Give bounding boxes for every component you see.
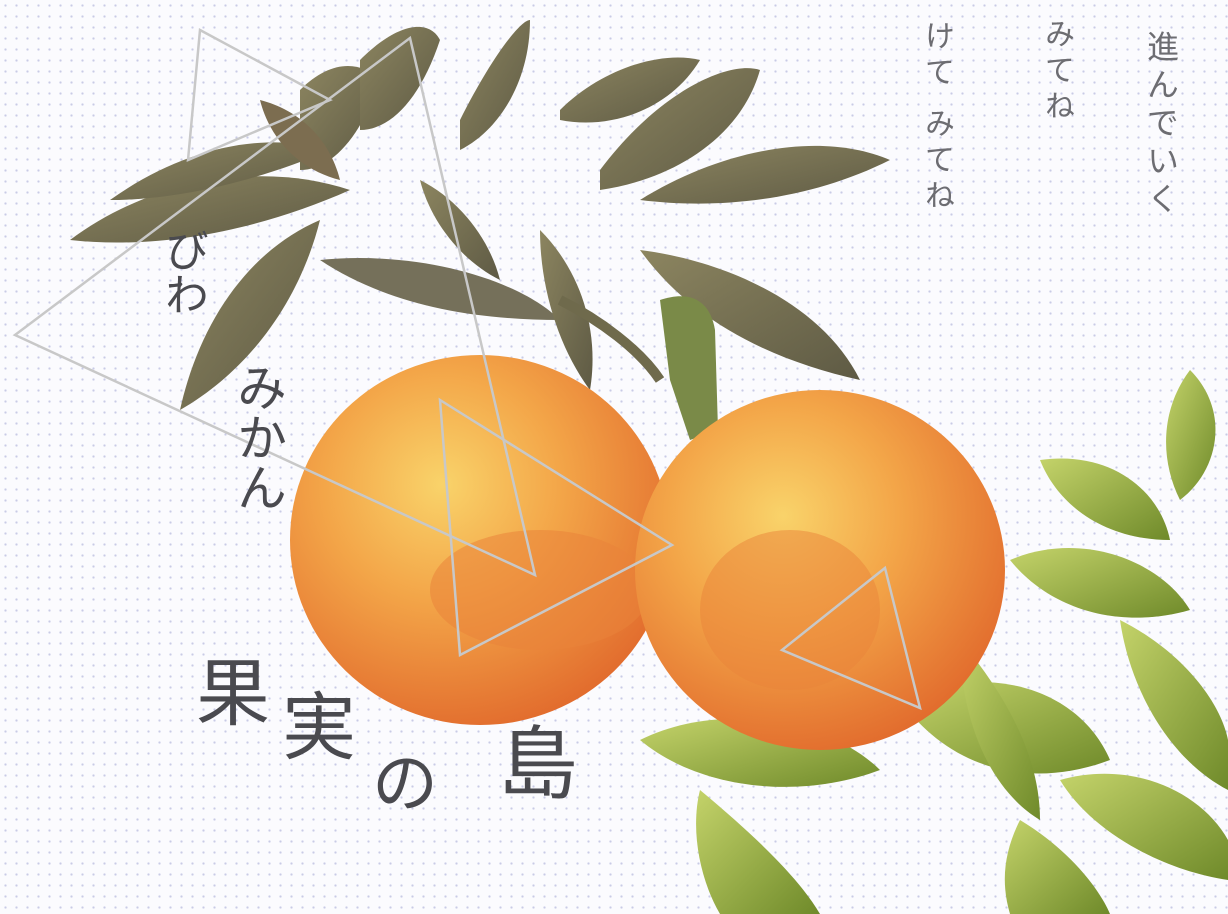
loquat-leaves — [70, 20, 890, 410]
title-char-jitsu: 実 — [282, 685, 356, 771]
title-char-ka: 果 — [196, 651, 270, 737]
triangle-outlines — [12, 28, 922, 711]
label-biwa: びわ — [157, 228, 208, 316]
text-line-1: 進んでいく — [1142, 30, 1180, 220]
label-mikan: みかん — [229, 362, 287, 512]
text-line-3: けて みてね — [919, 20, 954, 216]
fruit-stem — [557, 295, 718, 440]
fruit-right — [635, 390, 1005, 750]
title-char-no: の — [372, 745, 438, 822]
text-line-2: みてね — [1039, 18, 1074, 126]
fruit-left — [290, 355, 670, 725]
title-char-shima: 島 — [498, 718, 578, 811]
